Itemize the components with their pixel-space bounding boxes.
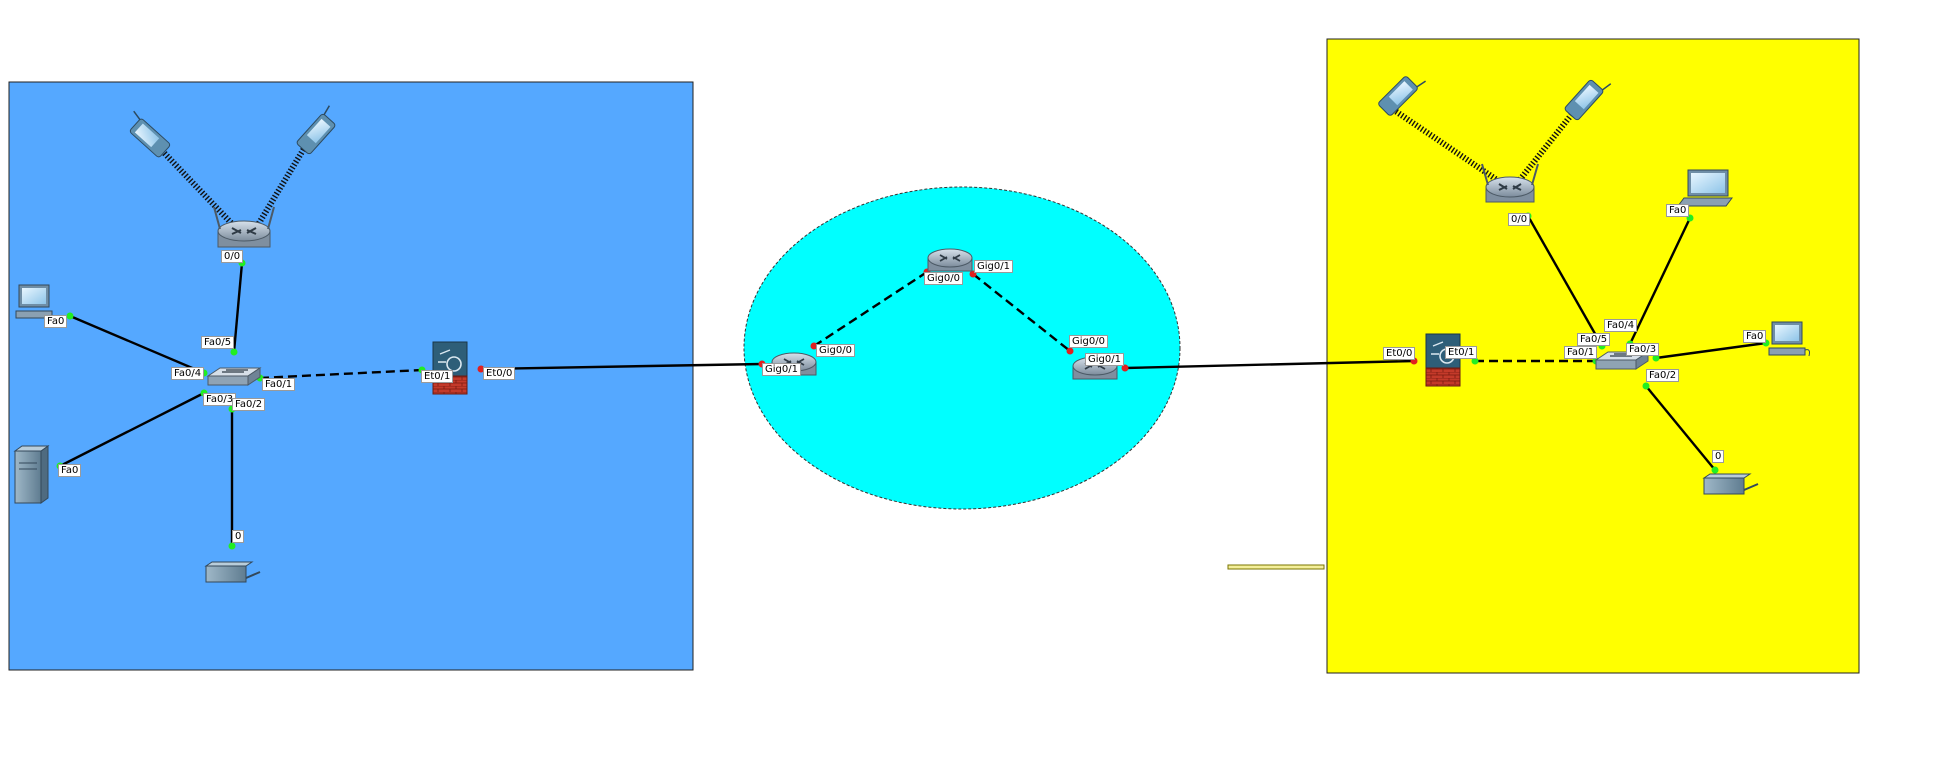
- port-label: Et0/1: [1445, 346, 1478, 359]
- port-label: Et0/0: [483, 367, 516, 380]
- core-area: [743, 186, 1181, 510]
- cable-link: [1526, 215, 1604, 347]
- wireless-router-icon[interactable]: [213, 206, 275, 248]
- printer-icon[interactable]: [204, 561, 261, 583]
- router-icon[interactable]: [927, 248, 973, 272]
- pc-icon[interactable]: [1768, 321, 1810, 357]
- wireless-phone-icon[interactable]: [296, 105, 343, 155]
- left-area: [8, 81, 694, 671]
- port-label: 0/0: [1508, 213, 1531, 226]
- port-label: Fa0: [58, 464, 82, 477]
- firewall-icon[interactable]: [1425, 333, 1461, 387]
- port-label: Fa0: [1666, 204, 1690, 217]
- port-label: Fa0: [44, 315, 68, 328]
- cable-link: [480, 362, 763, 371]
- laptop-icon[interactable]: [1677, 169, 1733, 207]
- switch-icon[interactable]: [206, 367, 262, 386]
- cable-link: [1655, 341, 1767, 360]
- port-label: Gig0/0: [1069, 335, 1108, 348]
- port-label: Fa0/2: [1646, 369, 1680, 382]
- port-label: Fa0/5: [201, 336, 235, 349]
- port-label: Gig0/1: [762, 363, 801, 376]
- port-label: Fa0/3: [1626, 343, 1660, 356]
- port-label: Fa0/4: [1604, 319, 1638, 332]
- port-label: Fa0: [1743, 330, 1767, 343]
- printer-icon[interactable]: [1702, 473, 1759, 495]
- cable-link: [1628, 217, 1692, 345]
- port-label: 0: [232, 530, 245, 543]
- port-label: Gig0/1: [974, 260, 1013, 273]
- annotation-line: [1227, 564, 1325, 570]
- pc-icon[interactable]: [15, 284, 53, 319]
- port-label: Fa0/3: [203, 393, 237, 406]
- port-label: Gig0/0: [924, 272, 963, 285]
- wireless-phone-icon[interactable]: [1377, 68, 1426, 116]
- cable-link: [69, 314, 205, 375]
- wireless-phone-icon[interactable]: [1564, 72, 1612, 121]
- cable-link: [1124, 359, 1415, 370]
- cable-link: [59, 391, 205, 468]
- firewall-icon[interactable]: [432, 341, 468, 395]
- port-label: 0: [1712, 450, 1725, 463]
- cable-link: [232, 262, 244, 353]
- cable-link: [813, 270, 928, 348]
- wireless-router-icon[interactable]: [1481, 163, 1539, 203]
- server-icon[interactable]: [13, 445, 50, 504]
- port-label: Fa0/5: [1577, 333, 1611, 346]
- port-label: 0/0: [221, 250, 244, 263]
- port-label: Fa0/1: [262, 378, 296, 391]
- port-label: Gig0/1: [1085, 353, 1124, 366]
- cable-link: [972, 273, 1071, 352]
- port-label: Fa0/1: [1564, 346, 1598, 359]
- port-label: Et0/1: [421, 370, 454, 383]
- port-label: Et0/0: [1383, 347, 1416, 360]
- port-label: Gig0/0: [816, 344, 855, 357]
- port-label: Fa0/4: [171, 367, 205, 380]
- wireless-phone-icon[interactable]: [122, 110, 171, 158]
- cable-link: [1645, 385, 1716, 471]
- port-label: Fa0/2: [232, 398, 266, 411]
